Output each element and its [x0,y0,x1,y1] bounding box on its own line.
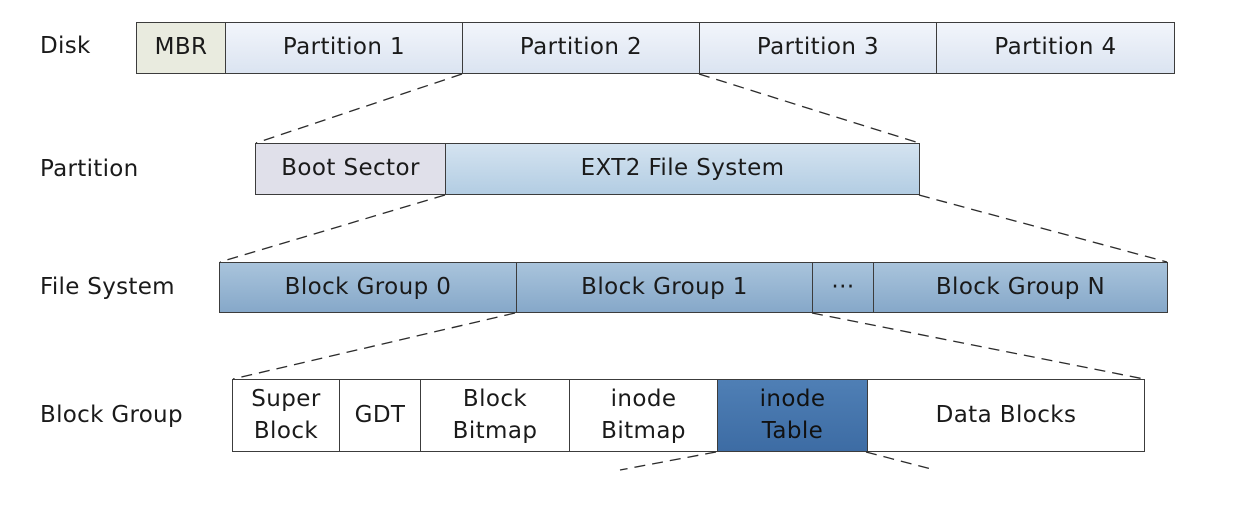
connector-disk-right [698,73,920,144]
block-group-n-cell: Block Group N [874,263,1167,312]
ellipsis-cell: ··· [813,263,874,312]
row-label-partition: Partition [40,156,139,182]
gdt-cell: GDT [340,380,421,451]
mbr-cell: MBR [137,23,226,73]
row-label-file-system: File System [40,274,175,300]
file-system-bar: Block Group 0 Block Group 1 ··· Block Gr… [219,262,1168,313]
row-label-disk: Disk [40,33,91,59]
data-blocks-cell: Data Blocks [868,380,1144,451]
partition-4-cell: Partition 4 [937,23,1174,73]
connector-fs-right [811,312,1145,380]
disk-bar: MBR Partition 1 Partition 2 Partition 3 … [136,22,1175,74]
inode-table-cell: inode Table [718,380,868,451]
boot-sector-cell: Boot Sector [256,144,446,194]
connector-bg-right [865,451,936,471]
block-group-0-cell: Block Group 0 [220,263,517,312]
block-group-bar: Super Block GDT Block Bitmap inode Bitma… [232,379,1145,452]
partition-2-cell: Partition 2 [463,23,700,73]
block-group-1-cell: Block Group 1 [517,263,813,312]
partition-3-cell: Partition 3 [700,23,937,73]
inode-bitmap-cell: inode Bitmap [570,380,718,451]
connector-fs-left [232,312,516,380]
connector-partition-left [219,194,446,263]
ext2-file-system-cell: EXT2 File System [446,144,919,194]
block-bitmap-cell: Block Bitmap [421,380,570,451]
connector-bg-left [619,451,717,471]
row-label-block-group: Block Group [40,402,183,428]
super-block-cell: Super Block [233,380,340,451]
partition-bar: Boot Sector EXT2 File System [255,143,920,195]
connector-partition-right [918,194,1168,263]
partition-1-cell: Partition 1 [226,23,463,73]
connector-disk-left [255,73,463,144]
